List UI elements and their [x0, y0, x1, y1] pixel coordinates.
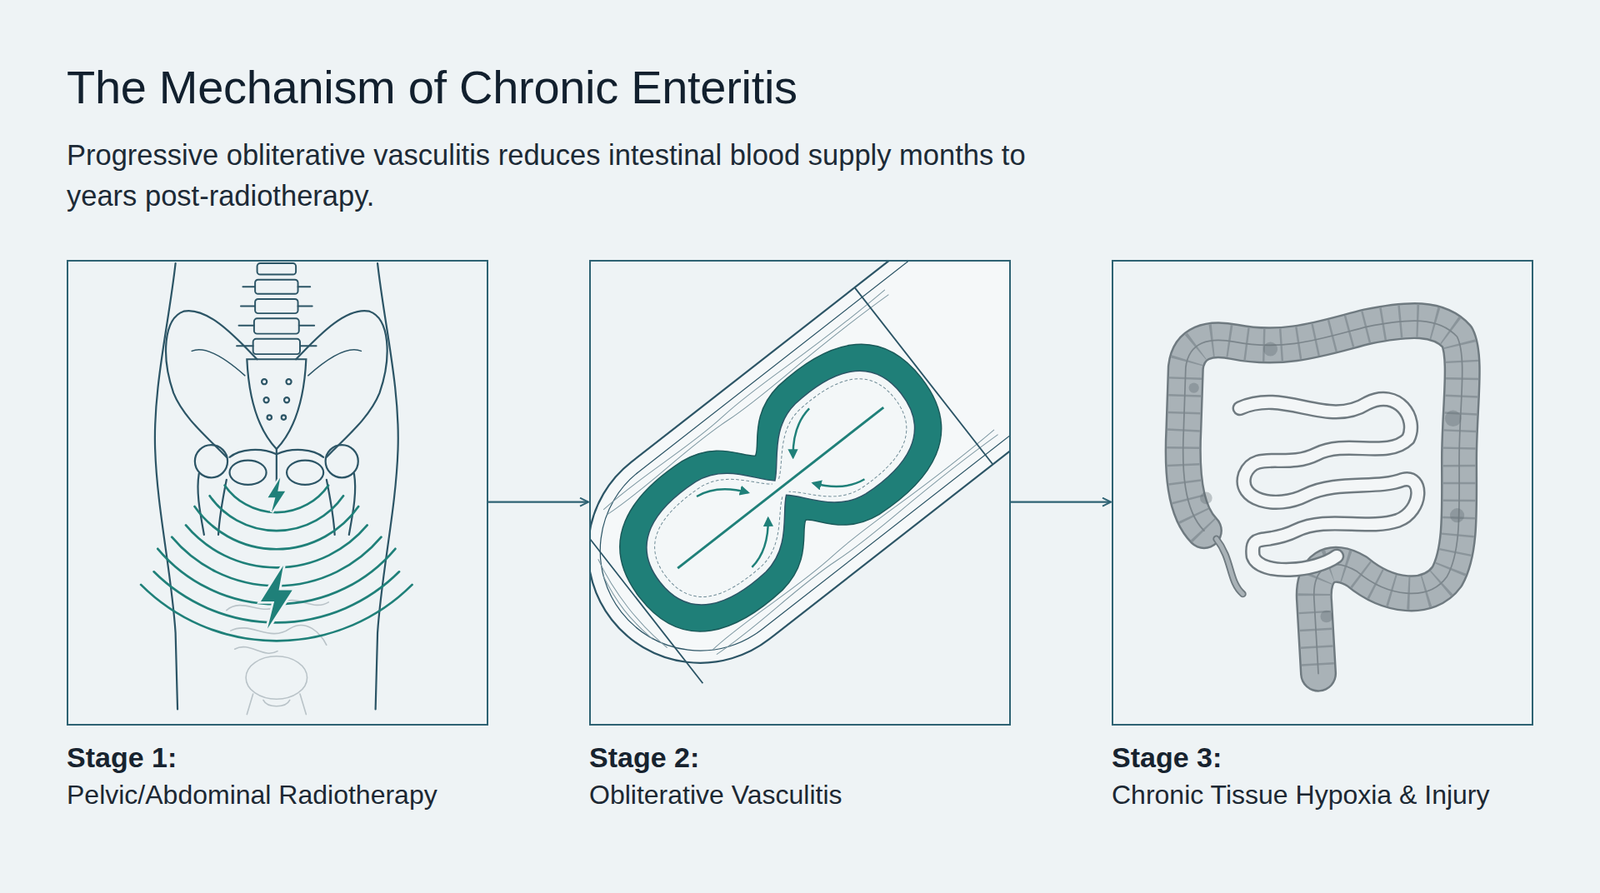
pelvic-bones	[246, 359, 306, 450]
vessel-illustration	[590, 261, 1010, 710]
spine	[236, 263, 317, 355]
pelvic-bones	[165, 310, 258, 458]
abdominal-organs	[230, 625, 327, 646]
pelvic-bones	[165, 310, 388, 535]
pelvic-bones	[284, 397, 290, 403]
injury-patches	[1263, 341, 1278, 356]
pelvic-bones	[197, 473, 204, 535]
vessel-axis	[677, 407, 884, 569]
injury-patches	[1450, 508, 1465, 523]
pelvic-bones	[285, 379, 291, 385]
injury-patches	[1189, 382, 1200, 393]
pelvic-bones	[191, 350, 245, 376]
subtitle-text: Progressive obliterative vasculitis redu…	[66, 135, 1067, 217]
stage-heading: Stage 2:	[589, 740, 1123, 775]
stage-box: Stage 3:Chronic Tissue Hypoxia & Injury	[1111, 260, 1534, 726]
pelvic-bones	[295, 310, 388, 458]
stage-description: Pelvic/Abdominal Radiotherapy	[66, 778, 600, 812]
abdominal-organs	[246, 694, 306, 715]
constriction-arrows	[696, 470, 749, 520]
lightning-bolt	[268, 478, 286, 513]
pelvic-bones	[261, 379, 267, 385]
injury-patches	[1200, 492, 1213, 505]
colon-taenia	[1183, 320, 1463, 675]
narrowed-lumen	[624, 348, 937, 629]
pelvic-bones	[267, 415, 272, 420]
stage-caption: Stage 2:Obliterative Vasculitis	[589, 740, 1123, 812]
stage-description: Chronic Tissue Hypoxia & Injury	[1111, 778, 1600, 812]
abdominal-organs	[226, 600, 329, 715]
colon-outline	[1183, 320, 1463, 675]
radiation-waves	[140, 485, 412, 642]
spine	[255, 299, 298, 314]
constriction-arrows	[813, 456, 865, 506]
appendix	[1216, 539, 1244, 595]
appendix	[1216, 539, 1244, 595]
colon-haustra	[1183, 320, 1463, 675]
lightning-bolt	[260, 565, 293, 629]
vessel-inner-line	[590, 261, 1010, 692]
stage-caption: Stage 3:Chronic Tissue Hypoxia & Injury	[1111, 740, 1600, 812]
radiation-waves	[185, 525, 368, 568]
cut-plane-line	[590, 287, 994, 689]
flow-arrow	[488, 501, 589, 504]
pelvic-bones	[264, 397, 270, 403]
lumen-intima	[635, 359, 926, 618]
pelvic-bones	[308, 350, 362, 376]
spine	[236, 286, 317, 346]
constriction-arrows	[696, 408, 865, 568]
constriction-arrows	[734, 518, 786, 568]
spine	[254, 318, 300, 334]
torso-outline	[375, 263, 399, 710]
pelvic-bones	[349, 473, 355, 535]
torso-outline	[155, 263, 178, 710]
pelvic-bones	[286, 460, 324, 485]
radiation-waves	[195, 506, 360, 550]
spine	[257, 263, 297, 275]
injury-patches	[1320, 610, 1333, 624]
vessel-illustration	[590, 261, 1010, 710]
stage-box: Stage 1:Pelvic/Abdominal Radiotherapy	[66, 260, 489, 726]
pelvic-bones	[325, 445, 359, 478]
diagram-title: The Mechanism of Chronic Enteritis	[66, 60, 798, 115]
stage-heading: Stage 3:	[1111, 740, 1600, 775]
pelvic-bones	[195, 445, 228, 478]
stage-caption: Stage 1:Pelvic/Abdominal Radiotherapy	[66, 740, 600, 812]
pelvic-bones	[275, 449, 278, 482]
spine	[253, 339, 300, 355]
colon-fill	[1183, 320, 1463, 675]
small-intestine-fill	[1240, 399, 1419, 570]
flow-arrow	[1010, 501, 1111, 504]
abdominal-organs	[245, 656, 307, 700]
injury-patches	[1189, 341, 1465, 623]
abdominal-organs	[235, 647, 278, 655]
stage-box: Stage 2:Obliterative Vasculitis	[589, 260, 1011, 726]
thickened-vessel-wall	[590, 313, 973, 664]
constriction-arrows	[775, 408, 828, 458]
injury-patches	[1445, 410, 1462, 428]
pelvis-illustration	[140, 263, 412, 715]
pelvic-bones	[281, 415, 286, 420]
stage-description: Obliterative Vasculitis	[589, 778, 1123, 812]
wall-texture	[590, 289, 1000, 685]
stage-heading: Stage 1:	[66, 740, 600, 775]
intestine-illustration	[1183, 320, 1465, 675]
small-intestine-outline	[1240, 399, 1419, 570]
spine	[255, 280, 298, 295]
vessel-outer-wall	[590, 261, 1010, 710]
pelvic-bones	[230, 460, 267, 485]
